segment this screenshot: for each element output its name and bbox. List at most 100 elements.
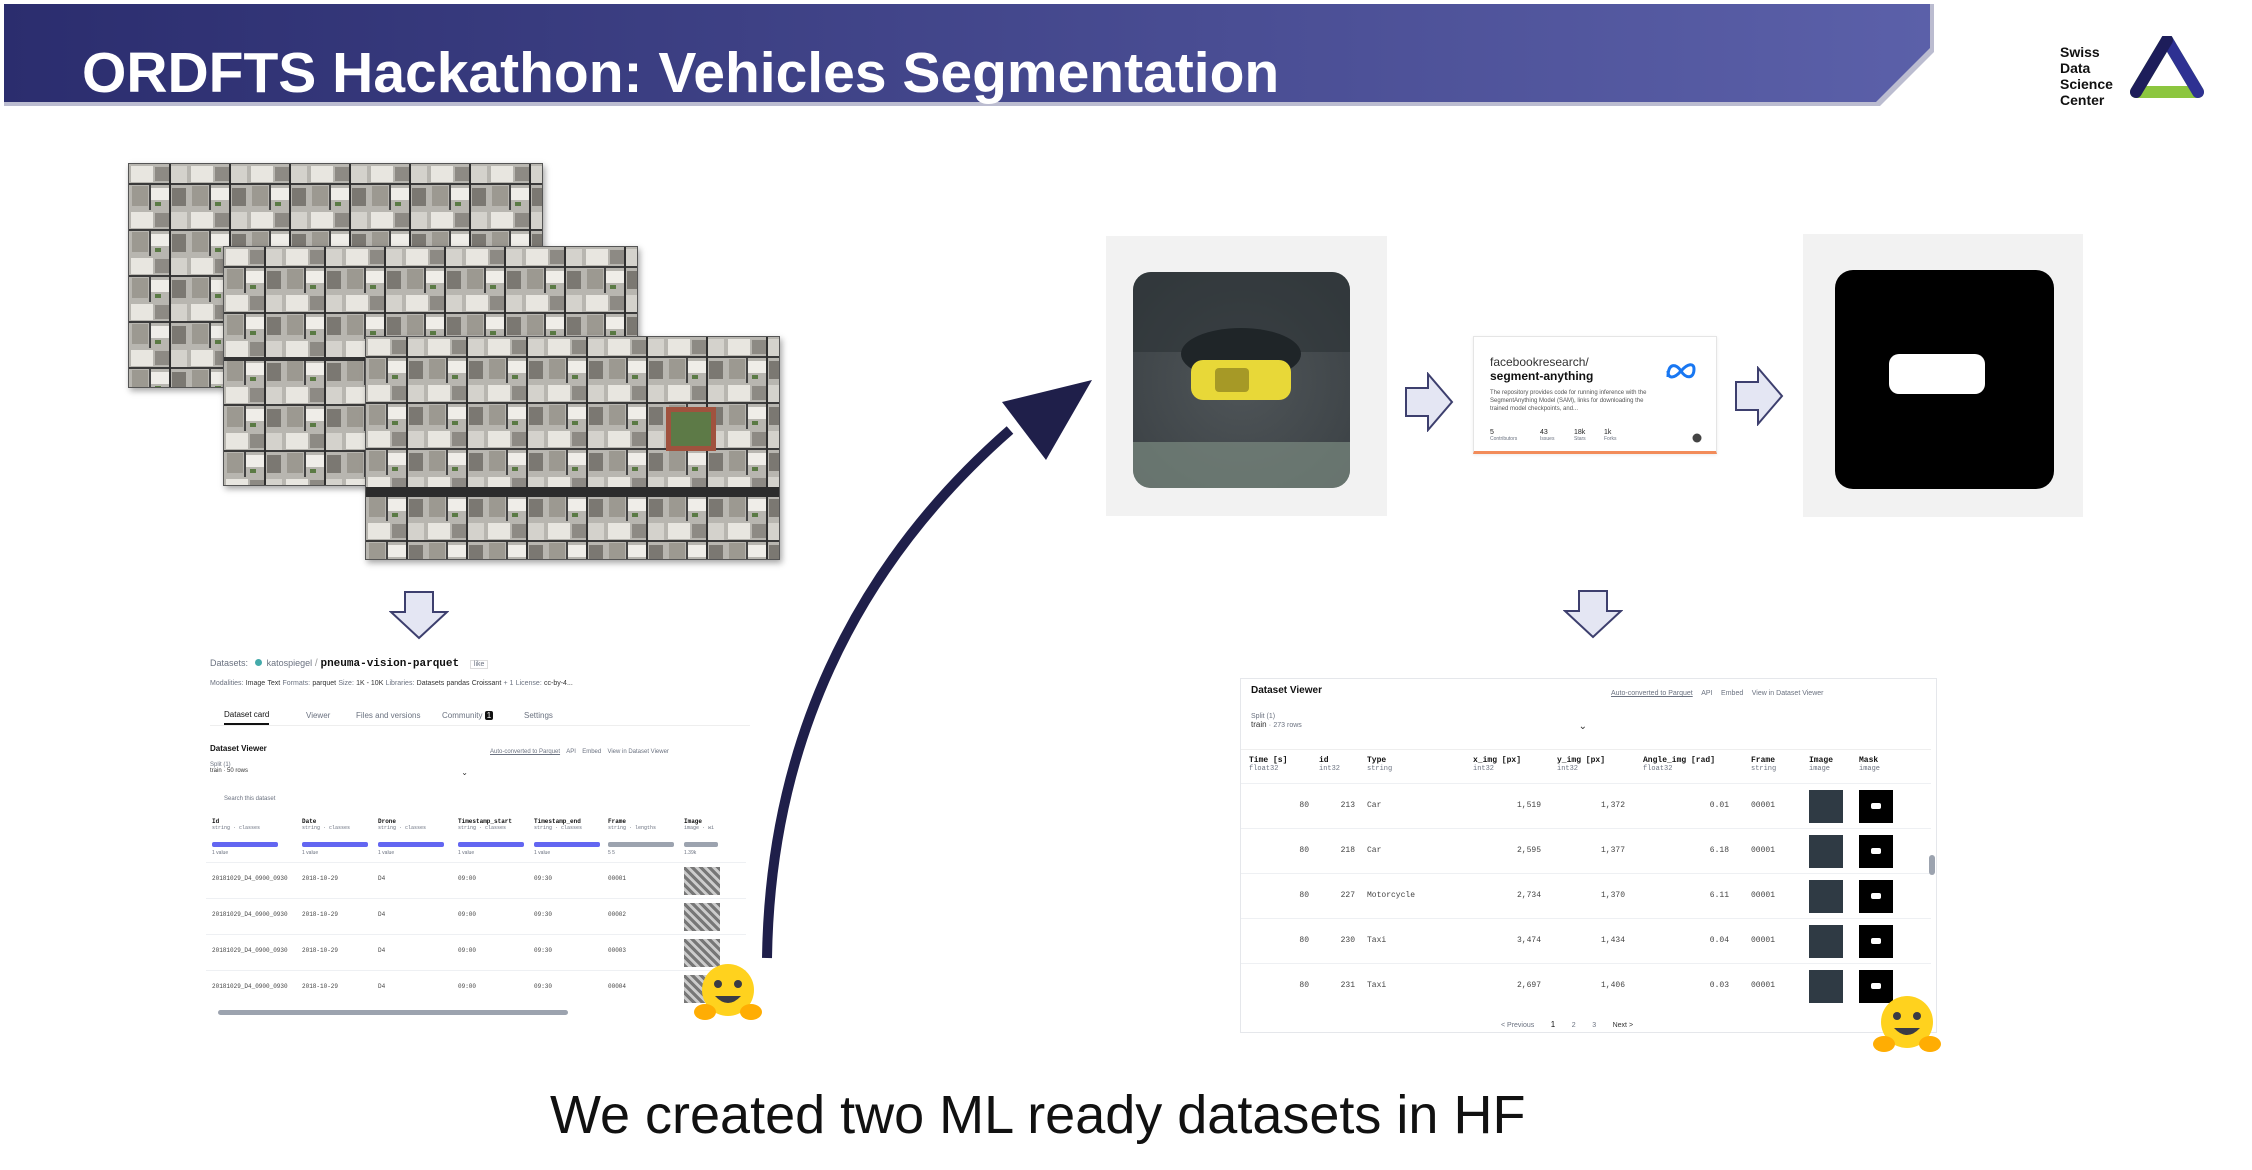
sam-org: facebookresearch/ <box>1490 355 1589 369</box>
tab-settings[interactable]: Settings <box>524 711 553 720</box>
split-select[interactable]: Split (1) train · 273 rows ⌄ <box>1251 713 1587 732</box>
image-thumbnail[interactable] <box>1809 925 1843 958</box>
table-cell: 2,734 <box>1516 891 1541 900</box>
tab-dataset-card[interactable]: Dataset card <box>224 710 270 725</box>
logo-text: Swiss Data Science Center <box>2060 44 2113 108</box>
page-3-button[interactable]: 3 <box>1592 1022 1597 1029</box>
api-button[interactable]: API <box>1701 690 1713 697</box>
auto-converted-link[interactable]: Auto-converted to Parquet <box>1611 690 1693 697</box>
viewer-links: Auto-converted to Parquet API Embed View… <box>1611 687 1823 697</box>
table-cell: 1,370 <box>1600 891 1625 900</box>
mask-thumbnail[interactable] <box>1859 880 1893 913</box>
image-thumbnail[interactable] <box>684 867 720 895</box>
image-thumbnail[interactable] <box>684 903 720 931</box>
view-in-viewer-button[interactable]: View in Dataset Viewer <box>1751 690 1824 697</box>
page-1-button[interactable]: 1 <box>1550 1020 1556 1029</box>
image-thumbnail[interactable] <box>1809 970 1843 1003</box>
sam-repo: segment-anything <box>1490 369 1594 383</box>
mask-thumbnail[interactable] <box>1859 790 1893 823</box>
table-cell: 1,434 <box>1600 936 1625 945</box>
image-thumbnail[interactable] <box>1809 790 1843 823</box>
chevron-down-icon: ⌄ <box>461 768 468 777</box>
column-stat-label: 1 value <box>458 850 475 856</box>
table-cell: 0.03 <box>1709 981 1729 990</box>
table-cell: 00002 <box>608 911 627 918</box>
aerial-image-3 <box>365 336 780 560</box>
repo-name[interactable]: pneuma-vision-parquet <box>320 658 460 670</box>
column-stat-label: 1 value <box>378 850 395 856</box>
page-2-button[interactable]: 2 <box>1571 1022 1576 1029</box>
image-thumbnail[interactable] <box>1809 880 1843 913</box>
tab-viewer[interactable]: Viewer <box>306 711 331 720</box>
car-crop-image <box>1133 272 1350 488</box>
table-cell: 09:30 <box>534 911 553 918</box>
column-stat-label: 1.39k <box>684 850 697 856</box>
mask-thumbnail[interactable] <box>1859 925 1893 958</box>
hf-dataset-viewer-right: Dataset Viewer Auto-converted to Parquet… <box>1240 678 1937 1033</box>
image-thumbnail[interactable] <box>684 939 720 967</box>
segment-anything-card[interactable]: facebookresearch/ segment-anything The r… <box>1473 336 1717 454</box>
table-cell: 3,474 <box>1516 936 1541 945</box>
table-cell: D4 <box>378 983 386 990</box>
table-cell: 6.11 <box>1709 891 1729 900</box>
split-select[interactable]: Split (1) train · 50 rows ⌄ <box>210 762 468 777</box>
embed-button[interactable]: Embed <box>1721 690 1744 697</box>
image-thumbnail[interactable] <box>1809 835 1843 868</box>
title-banner: ORDFTS Hackathon: Vehicles Segmentation <box>4 4 1934 110</box>
like-button[interactable]: like <box>469 660 489 669</box>
table-cell: 20181029_D4_0900_0930 <box>212 947 288 954</box>
tab-files[interactable]: Files and versions <box>356 711 421 720</box>
mask-thumbnail[interactable] <box>1859 970 1893 1003</box>
mask-thumbnail[interactable] <box>1859 835 1893 868</box>
auto-converted-link[interactable]: Auto-converted to Parquet <box>490 749 561 755</box>
column-header[interactable]: y_img [px]int32 <box>1557 756 1606 773</box>
curved-arrow-icon <box>762 380 1092 959</box>
pagination: < Previous 1 2 3 Next > <box>1501 1019 1633 1029</box>
next-page-button[interactable]: Next > <box>1612 1022 1634 1029</box>
vertical-scrollbar[interactable] <box>1929 855 1935 875</box>
api-button[interactable]: API <box>566 749 576 755</box>
down-arrow-icon <box>1563 590 1623 639</box>
search-input[interactable]: Search this dataset <box>224 796 276 802</box>
table-cell: 80 <box>1299 801 1309 810</box>
embed-button[interactable]: Embed <box>582 749 602 755</box>
tab-community[interactable]: Community 1 <box>442 711 494 720</box>
column-header[interactable]: x_img [px]int32 <box>1473 756 1522 773</box>
view-in-viewer-button[interactable]: View in Dataset Viewer <box>607 749 669 755</box>
column-stat-bar <box>608 842 674 847</box>
viewer-links: Auto-converted to Parquet API Embed View… <box>490 746 669 755</box>
column-header[interactable]: Angle_img [rad]float32 <box>1643 756 1716 773</box>
mask-blob <box>1871 983 1881 989</box>
horizontal-scrollbar[interactable] <box>218 1010 568 1015</box>
table-cell: Car <box>1367 846 1382 855</box>
table-cell: D4 <box>378 947 386 954</box>
table-cell: 09:00 <box>458 911 477 918</box>
prev-page-button[interactable]: < Previous <box>1501 1022 1535 1029</box>
column-header[interactable]: Time [s]float32 <box>1249 756 1288 773</box>
table-cell: 218 <box>1340 846 1355 855</box>
